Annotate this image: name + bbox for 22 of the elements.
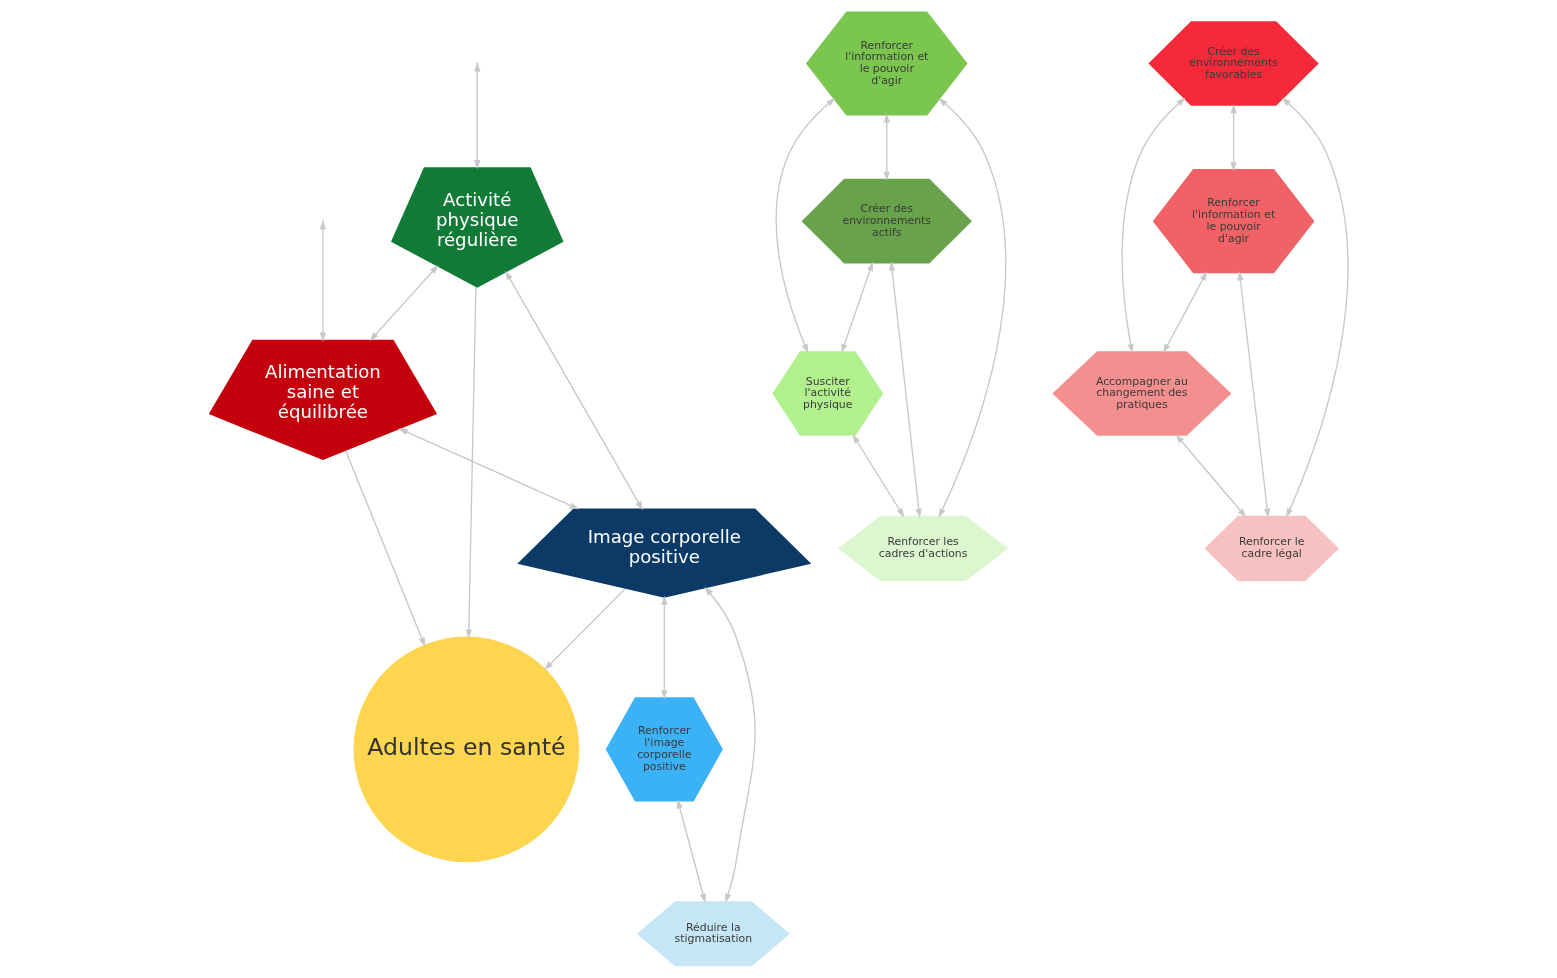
arrow: [369, 264, 439, 341]
arrow: [1121, 97, 1186, 354]
arrow: [465, 286, 477, 639]
arrow: [398, 428, 580, 510]
arrow: [345, 450, 426, 647]
arrow: [883, 113, 890, 181]
arrow: [1163, 271, 1208, 353]
arrow: [1175, 434, 1247, 518]
arrow: [938, 98, 1007, 518]
arrow: [544, 588, 626, 671]
arrow: [852, 434, 905, 518]
arrow: [704, 586, 756, 903]
arrow: [1281, 97, 1349, 518]
arrow: [1237, 271, 1271, 518]
arrow: [505, 270, 643, 511]
arrow: [841, 261, 874, 353]
arrow: [676, 799, 707, 903]
arrow: [889, 261, 922, 518]
arrow: [1230, 104, 1237, 172]
arrow: [775, 98, 836, 354]
arrow: [661, 595, 668, 700]
arrow: [319, 220, 327, 342]
